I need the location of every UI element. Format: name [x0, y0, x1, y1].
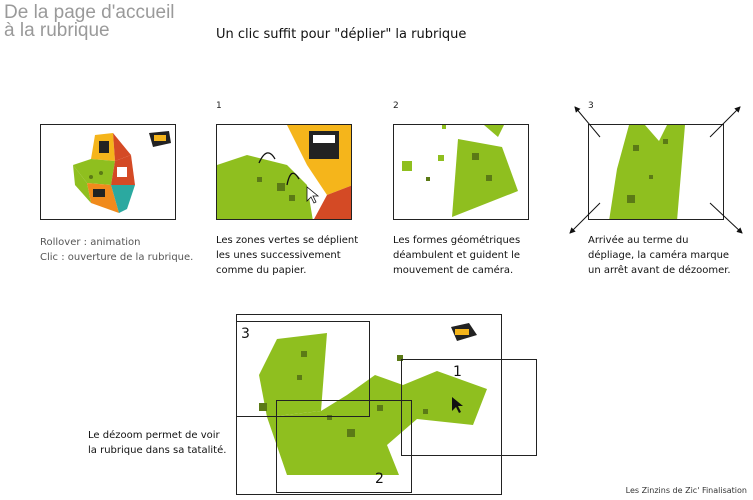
- dezoom-arrows: [569, 106, 743, 234]
- step-2-illustration: [402, 125, 518, 217]
- dezoom-illustration: [259, 323, 487, 475]
- step-3-illustration: [609, 125, 685, 219]
- camera-frame-1: [401, 359, 537, 456]
- step-caption-homepage: Rollover : animation Clic : ouverture de…: [40, 237, 194, 263]
- page-heading: De la page d'accueil à la rubrique: [4, 2, 175, 41]
- panel-homepage: [40, 124, 176, 220]
- frame-label-2: 2: [375, 471, 384, 487]
- step-number-3: 3: [588, 101, 594, 111]
- step-1-illustration: [217, 125, 351, 219]
- step-caption-1: Les zones vertes se déplient les unes su…: [216, 235, 359, 276]
- footer-credit: Les Zinzins de Zic' Finalisation: [625, 486, 747, 495]
- panel-step-2: [393, 124, 529, 220]
- step-caption-3: Arrivée au terme du dépliage, la caméra …: [588, 235, 731, 276]
- camera-frame-2: [276, 400, 412, 493]
- step-caption-2: Les formes géométriques déambulent et gu…: [393, 235, 521, 276]
- page-subtitle: Un clic suffit pour "déplier" la rubriqu…: [216, 27, 467, 42]
- frame-label-3: 3: [241, 326, 250, 342]
- step-number-2: 2: [393, 101, 399, 111]
- step-number-1: 1: [216, 101, 222, 111]
- frame-label-1: 1: [453, 364, 462, 380]
- homepage-illustration: [73, 131, 171, 213]
- panel-step-1: [216, 124, 352, 220]
- camera-frame-3: [236, 321, 370, 417]
- panel-step-3: [588, 124, 724, 220]
- dezoom-caption: Le dézoom permet de voir la rubrique dan…: [88, 430, 227, 456]
